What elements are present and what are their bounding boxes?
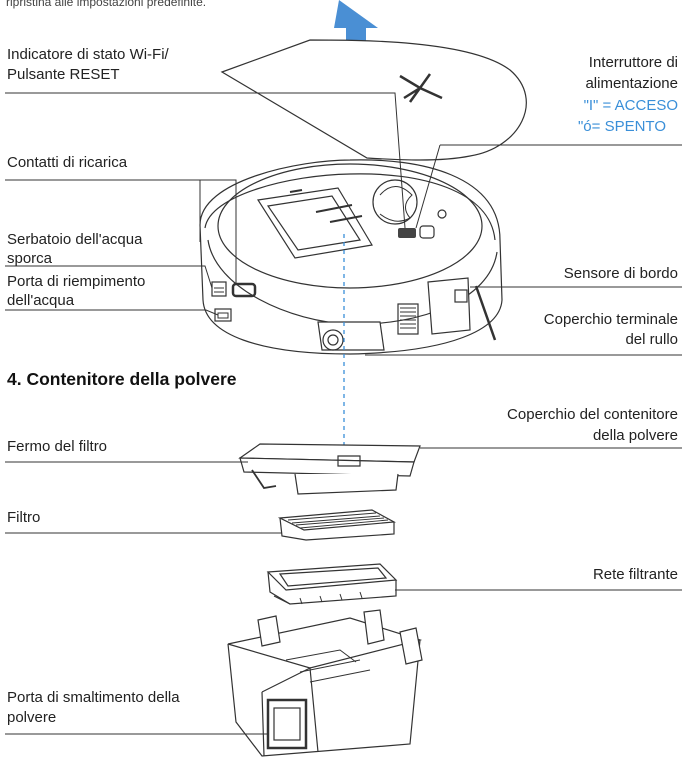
label-dust-disposal-port: Porta di smaltimento della [7,689,180,706]
label-dust-cover: Coperchio del contenitore [507,406,678,423]
leader-lines [5,92,682,735]
section-heading: 4. Contenitore della polvere [7,369,237,389]
label-power-switch: Interruttore di [588,54,678,71]
label-water-fill-port-2: dell'acqua [7,292,75,309]
dust-bin-drawing [227,609,423,757]
label-roller-end-cap-2: del rullo [625,331,678,348]
dust-cover-drawing [238,443,421,495]
label-reset-button: Pulsante RESET [7,66,120,83]
label-filter: Filtro [7,509,41,526]
lid-handle [399,73,443,103]
label-dirty-water-tank: Serbatoio dell'acqua [7,231,143,248]
label-dust-cover-2: della polvere [592,427,678,444]
label-roller-end-cap: Coperchio terminale [543,311,678,328]
top-cut-text: ripristina alle impostazioni predefinite… [6,0,207,9]
label-charging-contacts: Contatti di ricarica [7,154,128,171]
top-lid [220,39,527,161]
label-edge-sensor: Sensore di bordo [563,265,678,282]
robot-body [199,159,503,355]
label-filter-mesh: Rete filtrante [592,566,678,583]
mesh-drawing [266,563,398,605]
label-water-fill-port: Porta di riempimento [7,273,146,290]
label-dirty-water-tank-2: sporca [7,250,53,267]
label-power-off: "ó= SPENTO [577,118,666,135]
label-power-switch-2: alimentazione [585,75,678,92]
label-power-on: "I" = ACCESO [583,97,678,114]
label-wifi-indicator: Indicatore di stato Wi-Fi/ [7,46,169,63]
label-dust-disposal-port-2: polvere [7,709,57,726]
label-filter-latch: Fermo del filtro [7,438,108,455]
filter-drawing [277,509,397,541]
